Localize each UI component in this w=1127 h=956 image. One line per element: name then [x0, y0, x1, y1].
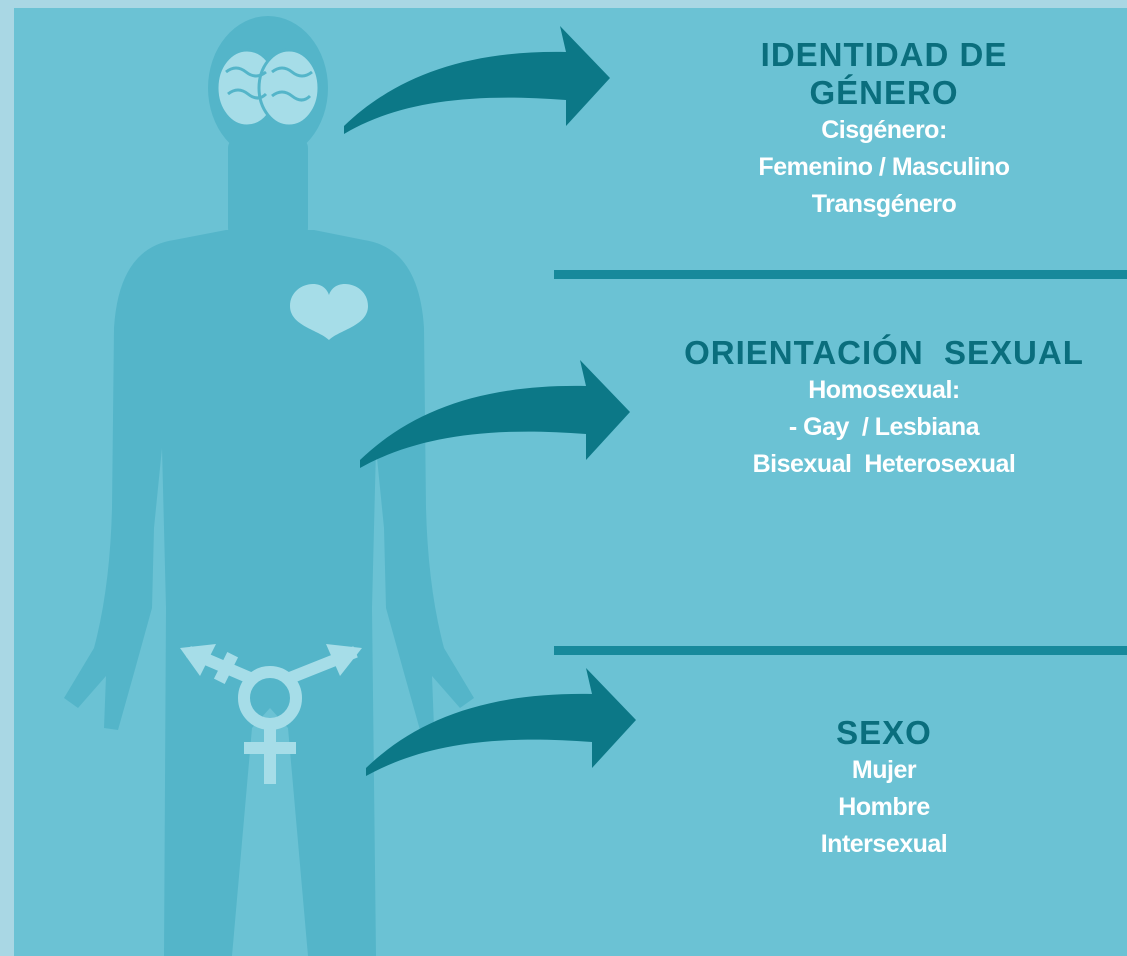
divider-top — [554, 270, 1127, 279]
human-silhouette — [64, 16, 474, 956]
sex-line-3: Intersexual — [820, 830, 948, 858]
sexual-orientation-title: ORIENTACIÓN SEXUAL — [684, 334, 1084, 371]
divider-bottom — [554, 646, 1127, 655]
section-gender-identity: IDENTIDAD DE GÉNERO Cisgénero: Femenino … — [644, 36, 1124, 223]
sex-line-1: Mujer — [851, 756, 917, 784]
sex-line-2: Hombre — [838, 793, 930, 821]
illustration-layer — [64, 16, 636, 956]
infographic-panel: IDENTIDAD DE GÉNERO Cisgénero: Femenino … — [14, 8, 1127, 956]
section-sexual-orientation: ORIENTACIÓN SEXUAL Homosexual: - Gay / L… — [644, 334, 1124, 483]
sexual-orientation-line-1: Homosexual: — [808, 376, 960, 404]
sex-title: SEXO — [836, 714, 932, 751]
transgender-arrowheads — [180, 644, 362, 676]
sexual-orientation-line-2: - Gay / Lesbiana — [788, 413, 980, 441]
sexual-orientation-line-3: Bisexual Heterosexual — [752, 450, 1016, 478]
gender-identity-line-1: Cisgénero: — [821, 116, 947, 144]
section-sex: SEXO Mujer Hombre Intersexual — [644, 714, 1124, 863]
gender-identity-line-2: Femenino / Masculino — [758, 153, 1010, 181]
curved-arrow-icon-bottom — [366, 668, 636, 776]
gender-identity-title-line-1: IDENTIDAD DE — [760, 36, 1008, 73]
gender-identity-title-line-2: GÉNERO — [809, 74, 959, 111]
gender-identity-line-3: Transgénero — [811, 190, 957, 218]
curved-arrow-icon-top — [344, 26, 610, 134]
brain-icon — [215, 48, 321, 128]
heart-icon — [290, 284, 368, 340]
curved-arrow-icon-middle — [360, 360, 630, 468]
